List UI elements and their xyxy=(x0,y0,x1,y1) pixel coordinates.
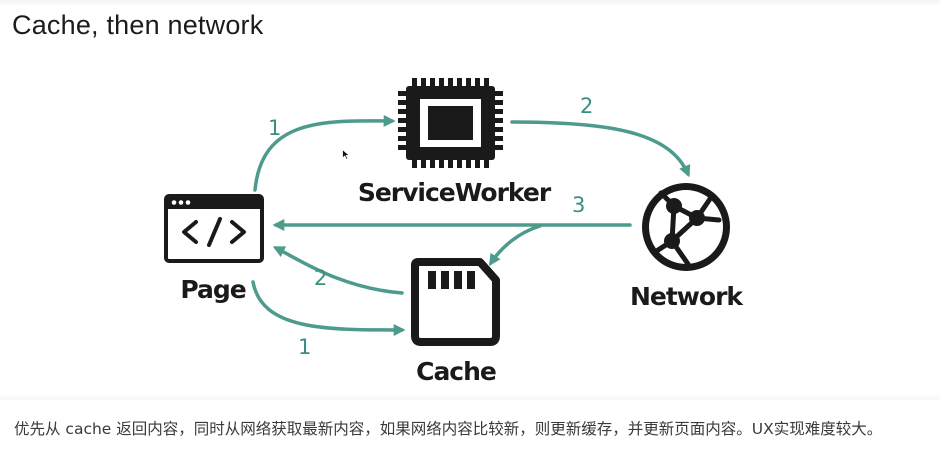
sd-card-icon xyxy=(411,258,500,346)
step-label-page-to-cache: 1 xyxy=(298,335,311,359)
step-label-page-to-sw: 1 xyxy=(268,116,281,140)
step-label-sw-to-network: 2 xyxy=(580,94,593,118)
chip-icon xyxy=(398,78,503,168)
cache-label: Cache xyxy=(416,357,496,386)
arrow-cache-to-page xyxy=(272,246,404,295)
arrow-serviceworker-to-network xyxy=(510,120,691,178)
page-label: Page xyxy=(180,275,245,304)
network-globe-icon xyxy=(642,183,730,271)
network-label: Network xyxy=(630,282,744,311)
flow-diagram: 1 2 3 2 1 xyxy=(164,78,745,386)
code-window-icon xyxy=(164,194,264,263)
arrow-page-to-serviceworker xyxy=(253,114,396,192)
step-label-cache-to-page: 2 xyxy=(314,266,327,290)
slide: Cache, then network 1 2 3 2 1 xyxy=(0,0,940,400)
serviceworker-label: ServiceWorker xyxy=(358,178,552,207)
caption-text: 优先从 cache 返回内容，同时从网络获取最新内容，如果网络内容比较新，则更新… xyxy=(14,420,883,438)
arrow-page-to-cache xyxy=(251,280,406,336)
arrow-network-to-cache xyxy=(489,224,542,266)
mouse-pointer-icon xyxy=(342,149,350,160)
slide-title: Cache, then network xyxy=(12,10,264,40)
step-label-network-to-page: 3 xyxy=(572,193,585,217)
